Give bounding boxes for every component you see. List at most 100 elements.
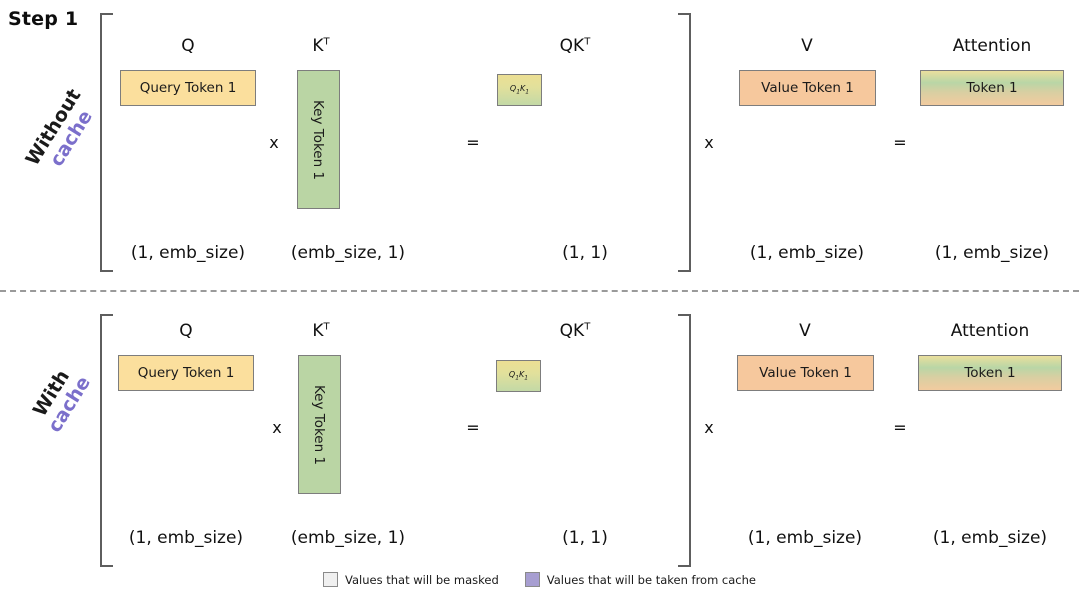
dim-attention-label: (1, emb_size) xyxy=(934,243,1050,263)
dim-qkt-label: (1, 1) xyxy=(562,528,608,548)
header-qkt: QKT xyxy=(540,36,610,56)
operator-equals-1: = xyxy=(461,133,485,152)
matrix-box-attention-label: Token 1 xyxy=(966,80,1018,96)
header-qkt: QKT xyxy=(540,321,610,341)
bracket-left xyxy=(100,314,113,567)
operator-equals-1-label: = xyxy=(466,418,480,437)
header-kt: KT xyxy=(295,36,347,56)
legend-item-cached-label: Values that will be taken from cache xyxy=(546,572,756,587)
dim-kt: (emb_size, 1) xyxy=(253,528,443,548)
dim-attention-label: (1, emb_size) xyxy=(932,528,1048,548)
qk-k-sub: 1 xyxy=(525,88,530,96)
matrix-box-query: Query Token 1 xyxy=(120,70,256,106)
dim-v-label: (1, emb_size) xyxy=(749,243,865,263)
dim-q-label: (1, emb_size) xyxy=(130,243,246,263)
page-title: Step 1 xyxy=(8,8,79,30)
operator-equals-2: = xyxy=(888,418,912,437)
operator-equals-2: = xyxy=(888,133,912,152)
dim-qkt: (1, 1) xyxy=(530,528,640,548)
dim-kt-label: (emb_size, 1) xyxy=(290,528,406,548)
dim-q: (1, emb_size) xyxy=(118,243,258,263)
operator-times-2: x xyxy=(697,133,721,152)
matrix-box-qk: Q1K1 xyxy=(497,74,542,106)
dim-v-label: (1, emb_size) xyxy=(747,528,863,548)
header-v: V xyxy=(735,321,875,341)
operator-times-2-label: x xyxy=(704,133,714,152)
qk-q-sub: 1 xyxy=(516,88,521,96)
legend-item-masked: Values that will be masked xyxy=(323,572,499,587)
qk-k-sub: 1 xyxy=(524,374,529,382)
bracket-right xyxy=(678,314,691,567)
dim-kt: (emb_size, 1) xyxy=(253,243,443,263)
bracket-left xyxy=(100,13,113,272)
operator-times-1: x xyxy=(265,418,289,437)
operator-times-2: x xyxy=(697,418,721,437)
header-attention-label: Attention xyxy=(950,321,1030,341)
legend-item-masked-label: Values that will be masked xyxy=(345,572,499,587)
header-v: V xyxy=(737,36,877,56)
dim-kt-label: (emb_size, 1) xyxy=(290,243,406,263)
matrix-box-query-label: Query Token 1 xyxy=(137,365,235,381)
qk-q: Q xyxy=(508,370,516,380)
dim-attention: (1, emb_size) xyxy=(918,243,1066,263)
header-kt: KT xyxy=(295,321,347,341)
matrix-box-value: Value Token 1 xyxy=(737,355,874,391)
qk-q-sub: 1 xyxy=(515,374,520,382)
header-v-label: V xyxy=(799,321,811,341)
header-q: Q xyxy=(116,321,256,341)
header-attention: Attention xyxy=(916,321,1064,341)
dim-attention: (1, emb_size) xyxy=(916,528,1064,548)
header-kt-sup: T xyxy=(323,321,330,333)
matrix-box-qk-label: Q1K1 xyxy=(509,370,528,382)
row-without-cache: Without cache Q Query Token 1 (1, emb_si… xyxy=(0,0,1079,290)
matrix-box-query-label: Query Token 1 xyxy=(139,80,237,96)
header-qkt-base: QK xyxy=(559,321,585,341)
matrix-box-attention: Token 1 xyxy=(920,70,1064,106)
dim-q-label: (1, emb_size) xyxy=(128,528,244,548)
dim-v: (1, emb_size) xyxy=(737,243,877,263)
legend: Values that will be masked Values that w… xyxy=(0,572,1079,587)
operator-equals-2-label: = xyxy=(893,133,907,152)
header-kt-sup: T xyxy=(323,36,330,48)
operator-times-1-label: x xyxy=(269,133,279,152)
matrix-box-query: Query Token 1 xyxy=(118,355,254,391)
header-qkt-sup: T xyxy=(584,36,591,48)
matrix-box-value-label: Value Token 1 xyxy=(759,365,852,381)
bracket-right xyxy=(678,13,691,272)
header-kt-base: K xyxy=(312,321,324,341)
matrix-box-key: Key Token 1 xyxy=(298,355,341,494)
matrix-box-key-label: Key Token 1 xyxy=(310,99,327,180)
row-divider xyxy=(0,290,1079,292)
header-attention-label: Attention xyxy=(952,36,1032,56)
cached-swatch-icon xyxy=(524,572,540,587)
header-kt-base: K xyxy=(312,36,324,56)
matrix-box-key-label: Key Token 1 xyxy=(311,384,328,465)
dim-qkt-label: (1, 1) xyxy=(562,243,608,263)
header-q-label: Q xyxy=(179,321,193,341)
header-qkt-base: QK xyxy=(559,36,585,56)
row-with-cache: With cache Q Query Token 1 (1, emb_size)… xyxy=(0,300,1079,567)
operator-times-1-label: x xyxy=(272,418,282,437)
qk-k: K xyxy=(520,84,526,94)
matrix-box-key: Key Token 1 xyxy=(297,70,340,209)
dim-qkt: (1, 1) xyxy=(530,243,640,263)
matrix-box-qk-label: Q1K1 xyxy=(510,84,529,96)
matrix-box-attention-label: Token 1 xyxy=(964,365,1016,381)
dim-v: (1, emb_size) xyxy=(735,528,875,548)
operator-equals-1-label: = xyxy=(466,133,480,152)
header-qkt-sup: T xyxy=(584,321,591,333)
header-q: Q xyxy=(118,36,258,56)
qk-k: K xyxy=(519,370,525,380)
matrix-box-value: Value Token 1 xyxy=(739,70,876,106)
matrix-box-qk: Q1K1 xyxy=(496,360,541,392)
qk-q: Q xyxy=(509,84,517,94)
operator-equals-2-label: = xyxy=(893,418,907,437)
masked-swatch-icon xyxy=(323,572,338,587)
matrix-box-attention: Token 1 xyxy=(918,355,1062,391)
dim-q: (1, emb_size) xyxy=(116,528,256,548)
operator-equals-1: = xyxy=(461,418,485,437)
legend-item-cached: Values that will be taken from cache xyxy=(524,572,756,587)
header-q-label: Q xyxy=(181,36,195,56)
matrix-box-value-label: Value Token 1 xyxy=(761,80,854,96)
header-v-label: V xyxy=(801,36,813,56)
